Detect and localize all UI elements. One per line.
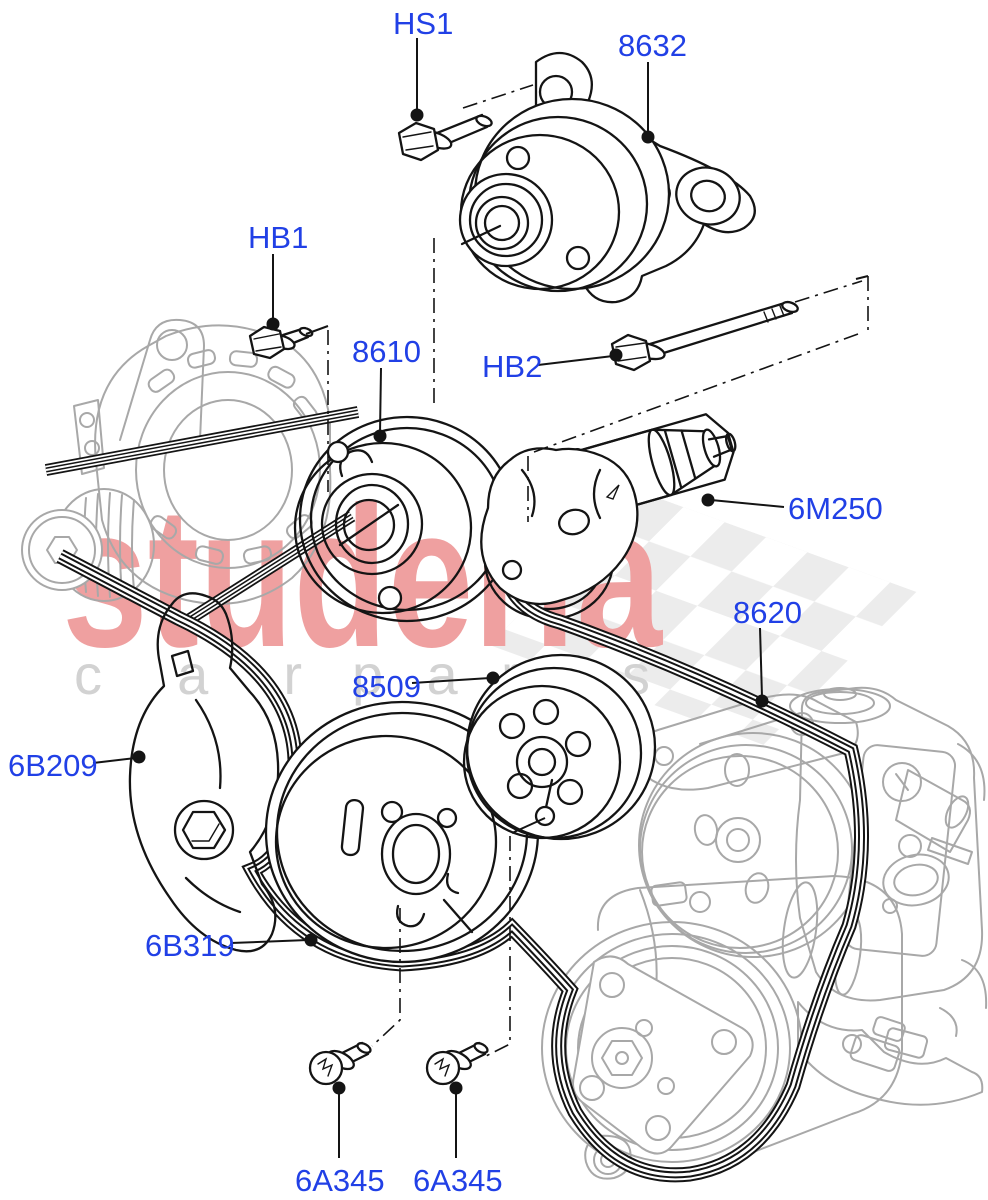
bolt-HB1 [248, 325, 314, 360]
part-callout-8632[interactable]: 8632 [618, 28, 687, 63]
part-callout-6A345-left[interactable]: 6A345 [295, 1163, 385, 1198]
part-callout-8620[interactable]: 8620 [733, 595, 802, 630]
belt-tensioner-6B209 [128, 592, 280, 953]
compressor-hub-nut [601, 1040, 643, 1076]
idler-assembly-8632 [397, 51, 756, 304]
part-callout-8509[interactable]: 8509 [352, 669, 421, 704]
alternator-arm-hole [156, 329, 188, 361]
engine-block-reference [797, 1001, 984, 1106]
part-callout-8610[interactable]: 8610 [352, 334, 421, 369]
idler-pulley [458, 97, 671, 293]
power-steering-pulley [638, 732, 868, 958]
part-callout-6B209[interactable]: 6B209 [8, 748, 98, 783]
part-callout-6B319[interactable]: 6B319 [145, 928, 235, 963]
part-callout-HB1[interactable]: HB1 [248, 220, 308, 255]
reservoir-cap [789, 688, 891, 724]
belt-tensioner-6M250 [480, 413, 737, 606]
bolt-6A345-left [308, 1041, 372, 1086]
part-callout-6A345-right[interactable]: 6A345 [413, 1163, 503, 1198]
ac-compressor-reference [541, 875, 906, 1180]
bolt-HB2 [610, 300, 799, 372]
tensioner-hex-bolt [181, 810, 227, 850]
bracket-boss-hole [690, 179, 726, 213]
drive-belt-upper-runs [44, 406, 360, 630]
part-callout-HS1[interactable]: HS1 [393, 6, 453, 41]
part-callout-6M250[interactable]: 6M250 [788, 491, 883, 526]
assembly-axis-lines [305, 84, 869, 1059]
rotation-arrow-mark [605, 484, 620, 500]
ac-compressor-pulley [541, 921, 803, 1175]
bolt-6A345-right [425, 1041, 489, 1086]
bolt-HS1 [397, 113, 493, 162]
part-callout-HB2[interactable]: HB2 [482, 349, 542, 384]
callouts: HS1 8632 HB1 8610 HB2 6M250 8620 8509 6B… [8, 6, 883, 1198]
